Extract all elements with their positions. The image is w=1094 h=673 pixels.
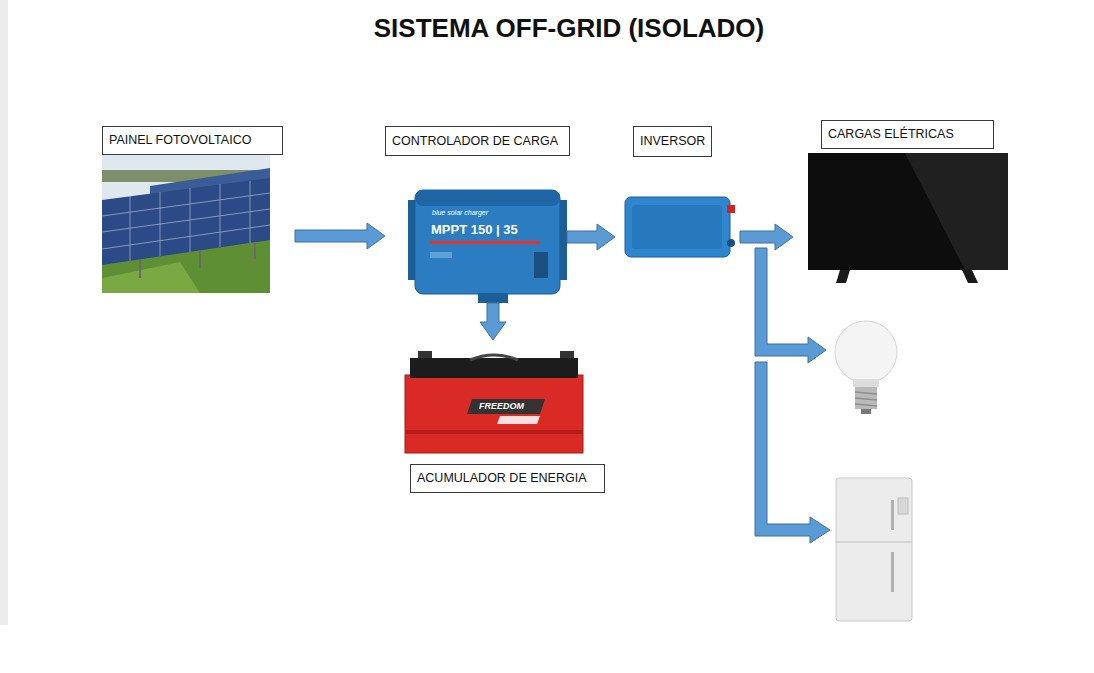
battery-stripe [405,430,583,434]
solar-panel-photo [102,155,270,293]
status-leds [430,252,452,258]
panel-row [102,178,270,265]
battery-lid [410,358,578,378]
device-marking: MPPT 150 | 35 [431,223,518,236]
fridge-body [836,478,912,621]
bulb-tip [861,409,871,414]
branch-arrow-bulb [755,248,826,363]
flow-arrow [295,223,385,249]
thread-lines [855,392,877,406]
panel-grid [102,181,270,261]
flow-arrow [567,224,615,250]
diagram-title: SISTEMA OFF-GRID (ISOLADO) [0,13,1094,44]
branch-arrows [755,248,830,543]
component: PAINEL FOTOVOLTAICO [102,126,283,294]
flow-arrow [480,303,506,340]
refrigerator-photo [836,478,912,621]
controller-top [415,190,560,206]
output-socket [727,239,735,247]
component-label: PAINEL FOTOVOLTAICO [102,126,283,155]
tv-leg [962,270,978,283]
power-switch [727,205,735,213]
tv-gloss [905,153,1008,270]
cable-box [478,293,508,303]
bulb-thread [855,387,877,409]
red-stripe [430,241,540,244]
component-label: CARGAS ELÉTRICAS [821,120,994,149]
battery-handle [470,355,518,360]
device-marking: FREEDOM [479,402,524,411]
component: CARGAS ELÉTRICAS [806,120,1010,284]
inverter-face [632,205,722,249]
branch-arrow-fridge [755,362,830,543]
fridge-door-split [836,542,912,543]
tv-leg [836,270,850,283]
grass-patch [102,262,200,293]
controller-body [415,190,560,294]
fridge-handle [891,500,894,530]
component: ACUMULADOR DE ENERGIA [405,352,605,494]
component: INVERSOR [622,126,740,266]
charge-controller-photo [408,190,567,303]
water-dispenser [898,498,908,514]
component-label: INVERSOR [633,126,712,157]
terminal-block [534,252,548,278]
bulb-glass [835,321,897,383]
component-label: ACUMULADOR DE ENERGIA [410,464,605,493]
fridge-handle [891,552,894,592]
battery-body [405,375,583,453]
television-photo [808,153,1008,283]
page-edge-strip [0,0,8,625]
inverter-photo [625,197,735,257]
component-label: CONTROLADOR DE CARGA [385,126,570,156]
tv-screen [808,153,1008,270]
inverter-body [625,197,730,257]
battery-photo [405,351,583,453]
light-bulb-photo [835,321,897,414]
sky [102,155,270,293]
panel-legs [140,243,255,278]
brand-badge [467,399,545,414]
badge-strip [497,416,540,424]
flow-arrow [740,224,793,250]
device-marking: blue solar charger [432,209,488,216]
bulb-neck [853,379,879,387]
